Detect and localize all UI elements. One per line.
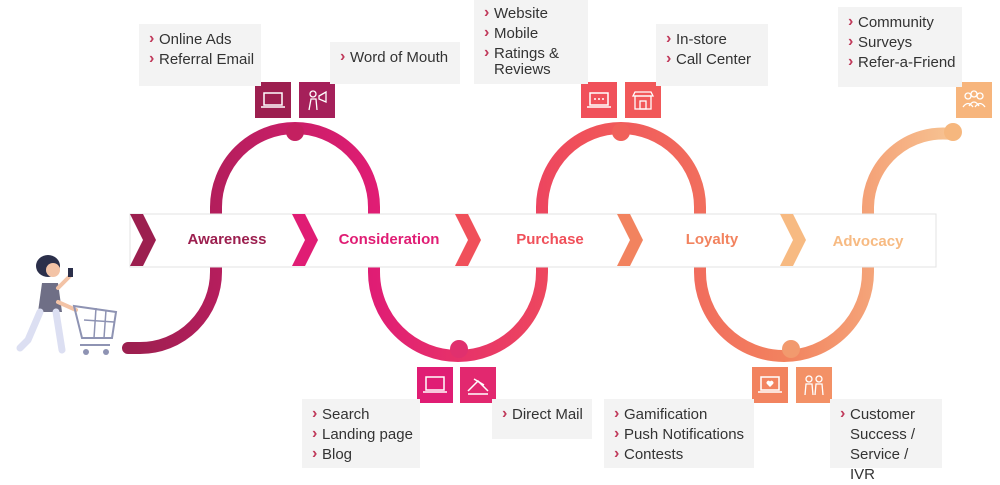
stage-band bbox=[129, 213, 937, 268]
list-item: Website bbox=[484, 3, 578, 24]
touchpoint-card-direct-mail: Direct Mail bbox=[492, 399, 592, 439]
people-icon bbox=[796, 367, 832, 403]
stage-label-purchase: Purchase bbox=[516, 231, 584, 248]
touchpoint-card-online: Online Ads Referral Email bbox=[139, 24, 261, 86]
touchpoint-card-community: Community Surveys Refer-a-Friend bbox=[838, 7, 962, 87]
stage-chevron-purchase bbox=[455, 214, 481, 266]
stage-label-awareness: Awareness bbox=[187, 231, 267, 248]
stage-chevron-awareness bbox=[130, 214, 156, 266]
list-item: Surveys bbox=[848, 32, 952, 53]
touchpoint-dot-2 bbox=[450, 340, 468, 358]
list-item: Referral Email bbox=[149, 49, 254, 70]
stage-label-advocacy: Advocacy bbox=[832, 233, 904, 250]
list-item: Landing page bbox=[312, 424, 413, 445]
list-item-continuation: Success / bbox=[850, 426, 916, 443]
touchpoint-card-search: Search Landing page Blog bbox=[302, 399, 420, 468]
list-item: Push Notifications bbox=[614, 424, 744, 445]
touchpoint-card-digital: Website Mobile Ratings & Reviews bbox=[474, 0, 588, 84]
direct-mail-icon bbox=[460, 367, 496, 403]
list-item: Contests bbox=[614, 444, 744, 465]
touchpoint-card-gamification: Gamification Push Notifications Contests bbox=[604, 399, 754, 468]
shopper-illustration bbox=[16, 255, 118, 355]
group-icon bbox=[956, 82, 992, 118]
list-item: Refer-a-Friend bbox=[848, 52, 956, 73]
list-item: Customer bbox=[840, 404, 932, 425]
list-item: Word of Mouth bbox=[340, 47, 450, 68]
laptop-icon bbox=[255, 82, 291, 118]
list-item: Search bbox=[312, 404, 410, 425]
list-item-continuation: Service / IVR bbox=[850, 446, 909, 483]
list-item: Online Ads bbox=[149, 29, 251, 50]
stage-label-loyalty: Loyalty bbox=[685, 231, 739, 248]
list-item: Call Center bbox=[666, 49, 758, 70]
touchpoint-dot-4 bbox=[782, 340, 800, 358]
list-item-continuation: Reviews bbox=[494, 61, 551, 78]
stage-chevron-advocacy bbox=[780, 214, 806, 266]
list-item: Gamification bbox=[614, 404, 744, 425]
touchpoint-dot-1 bbox=[286, 123, 304, 141]
list-item: Direct Mail bbox=[502, 404, 583, 425]
stage-chevron-loyalty bbox=[617, 214, 643, 266]
megaphone-person-icon bbox=[299, 82, 335, 118]
touchpoint-card-word-of-mouth: Word of Mouth bbox=[330, 42, 460, 84]
journey-wave bbox=[16, 122, 958, 362]
touchpoint-dot-3 bbox=[612, 123, 630, 141]
stage-label-consideration: Consideration bbox=[338, 231, 440, 248]
laptop-heart-icon bbox=[752, 367, 788, 403]
list-item: Ratings & bbox=[484, 43, 578, 64]
touchpoint-card-store: In-store Call Center bbox=[656, 24, 768, 86]
storefront-icon bbox=[625, 82, 661, 118]
touchpoint-card-service: Customer Success / Service / IVR bbox=[830, 399, 942, 483]
list-item: Blog bbox=[312, 444, 410, 465]
list-item: Community bbox=[848, 12, 952, 33]
laptop-stars-icon bbox=[581, 82, 617, 118]
stage-chevron-consideration bbox=[292, 214, 318, 266]
list-item: Mobile bbox=[484, 23, 578, 44]
monitor-icon bbox=[417, 367, 453, 403]
list-item: In-store bbox=[666, 29, 758, 50]
touchpoint-dot-5 bbox=[944, 123, 962, 141]
